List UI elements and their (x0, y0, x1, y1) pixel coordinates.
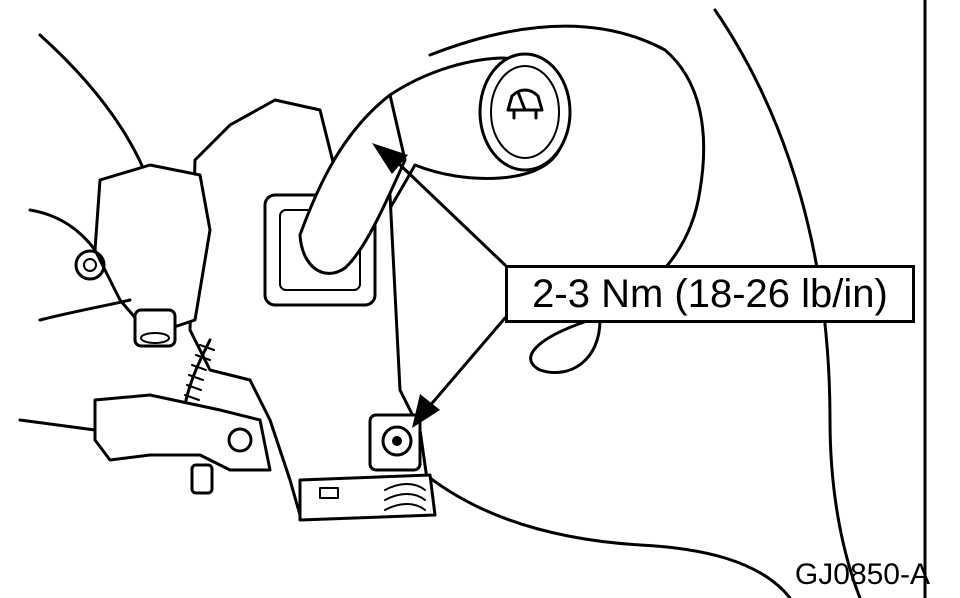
wiring-harness (183, 338, 212, 407)
wiper-stalk-knob (478, 52, 572, 172)
bracket-hole (74, 249, 106, 281)
lower-switch-body (93, 393, 272, 472)
arrowhead-lower (412, 394, 440, 428)
connector-plug (133, 308, 177, 348)
leader-line-upper (393, 158, 507, 267)
torque-spec-callout: 2-3 Nm (18-26 lb/in) (505, 265, 915, 323)
column-shroud-outline (713, 8, 862, 598)
steering-wheel-rim (38, 33, 152, 187)
bottom-connector (298, 473, 437, 522)
arrowhead-upper (372, 143, 408, 174)
shroud-lower-curve (529, 318, 602, 375)
shroud-bottom-sweep (418, 468, 792, 598)
figure-code: GJ0850-A (794, 558, 930, 591)
leader-line-lower (426, 316, 507, 410)
torque-spec-text: 2-3 Nm (18-26 lb/in) (532, 271, 888, 316)
windshield-wiper-icon (506, 88, 544, 120)
